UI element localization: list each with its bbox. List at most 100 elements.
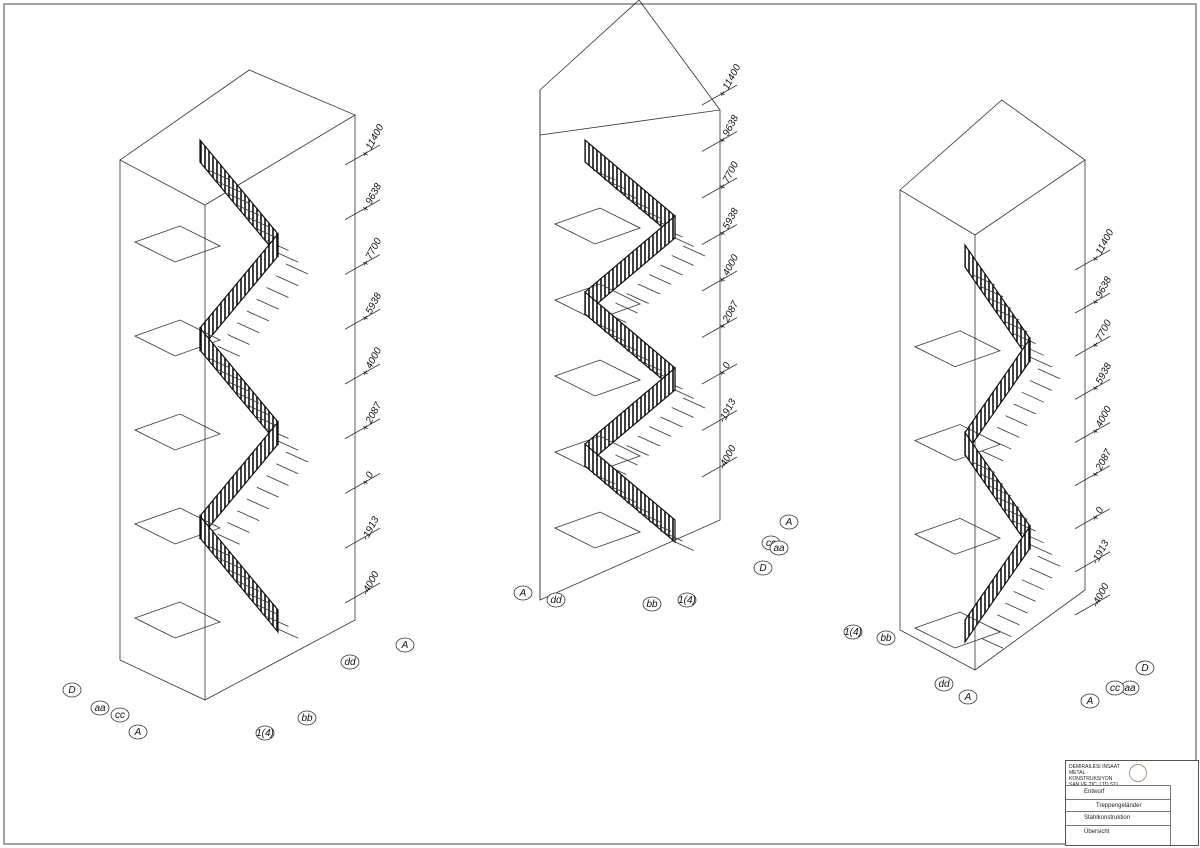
elevation-leader: [1074, 292, 1111, 314]
landing: [913, 424, 1002, 461]
elevation-leader: [701, 317, 738, 338]
company-seal: [1129, 764, 1147, 782]
stair-step: [626, 502, 649, 513]
stair-step: [227, 569, 250, 580]
stair-step: [615, 188, 638, 200]
stair-step: [1021, 579, 1044, 591]
landing: [133, 225, 222, 263]
landing: [133, 413, 222, 451]
drawing-name-field: Übersicht: [1084, 829, 1110, 835]
elevation-leader: [701, 84, 738, 106]
elevation-leader: [344, 473, 381, 494]
elevation-leader: [344, 254, 381, 275]
landing: [133, 601, 222, 639]
elevation-label: + 4000: [1090, 404, 1114, 437]
elevation-label: -1913: [360, 515, 382, 543]
stair-step: [592, 321, 616, 333]
elevation-leader: [344, 418, 381, 440]
stair-step: [660, 416, 683, 428]
stair-step: [246, 404, 270, 416]
axis-label: aa: [1124, 683, 1136, 694]
axis-bubble: [769, 540, 789, 556]
stair-step: [671, 255, 694, 266]
elevation-leader: [701, 177, 738, 199]
stair-step: [615, 454, 638, 466]
axis-bubble: [255, 725, 275, 741]
railing-flight: [199, 138, 279, 258]
stair-step: [266, 616, 289, 627]
stair-step: [227, 522, 250, 533]
stair-step: [276, 275, 299, 287]
axis-bubble: [1135, 660, 1155, 676]
elevation-leader: [701, 270, 738, 292]
axis-label: cc: [766, 538, 776, 549]
axis-bubble: [90, 700, 110, 716]
stair-step: [227, 193, 250, 204]
stair-step: [989, 298, 1012, 309]
stair-step: [237, 580, 260, 592]
stair-step: [649, 274, 672, 285]
elevation-leader: [701, 131, 738, 152]
axis-label: D: [68, 685, 75, 696]
stair-step: [1029, 380, 1053, 391]
elevation-label: + 7700: [717, 160, 741, 193]
elevation-leader: [344, 308, 381, 330]
stair-step: [217, 181, 240, 193]
axis-bubble: [779, 514, 799, 530]
stair-step: [276, 627, 299, 639]
stair-step: [637, 435, 661, 447]
axis-bubble: [876, 630, 896, 646]
elevation-label: + 9638: [717, 113, 741, 146]
roof-outline: [899, 99, 1086, 236]
axis-label: A: [401, 640, 409, 651]
axis-label: dd: [938, 679, 950, 690]
landing: [133, 507, 222, 545]
stair-step: [1013, 333, 1036, 344]
axis-label: dd: [550, 595, 562, 606]
elevation-leader: [701, 410, 738, 431]
elevation-leader: [344, 199, 381, 221]
sheet-border: [3, 3, 1197, 845]
elevation-leader: [1074, 335, 1111, 357]
stair-step: [217, 345, 240, 357]
stair-step: [660, 530, 683, 542]
stair-step: [592, 169, 616, 181]
stair-step: [980, 473, 1004, 485]
elevation-leader: [1074, 508, 1111, 530]
railing-flight: [964, 524, 1031, 644]
elevation-leader: [344, 363, 381, 385]
stair-step: [682, 245, 706, 257]
elevation-leader: [344, 144, 381, 166]
axis-bubble: [934, 676, 954, 692]
landing: [133, 319, 222, 357]
axis-bubble: [513, 585, 533, 601]
landing: [913, 517, 1002, 555]
stair-step: [1029, 567, 1053, 579]
stair-step: [637, 511, 661, 523]
axis-label: D: [759, 563, 766, 574]
stair-step: [227, 334, 250, 345]
stair-step: [1005, 602, 1028, 614]
stair-step: [615, 492, 638, 504]
elevation-label: + 9638: [1090, 275, 1114, 308]
railing-flight: [199, 514, 279, 634]
railing-flight: [199, 232, 279, 352]
elevation-label: -4000: [360, 569, 382, 597]
elevation-leader: [1074, 422, 1111, 443]
stair-step: [972, 462, 996, 473]
stair-step: [980, 637, 1004, 649]
stair-step: [207, 357, 231, 369]
stair-step: [604, 331, 627, 342]
stair-step: [997, 309, 1020, 321]
stair-step: [266, 475, 289, 486]
stair-view-2: + 11400+ 9638+ 7700+ 5938+ 4000+ 2087+ 0…: [513, 0, 799, 612]
stair-step: [615, 302, 638, 314]
landing: [553, 435, 642, 473]
axis-bubble: [297, 710, 317, 726]
elevation-leader: [701, 224, 738, 245]
stair-step: [649, 521, 672, 532]
axis-label: bb: [646, 599, 658, 610]
elevation-label: + 0: [717, 360, 734, 378]
elevation-leader: [1074, 465, 1111, 486]
